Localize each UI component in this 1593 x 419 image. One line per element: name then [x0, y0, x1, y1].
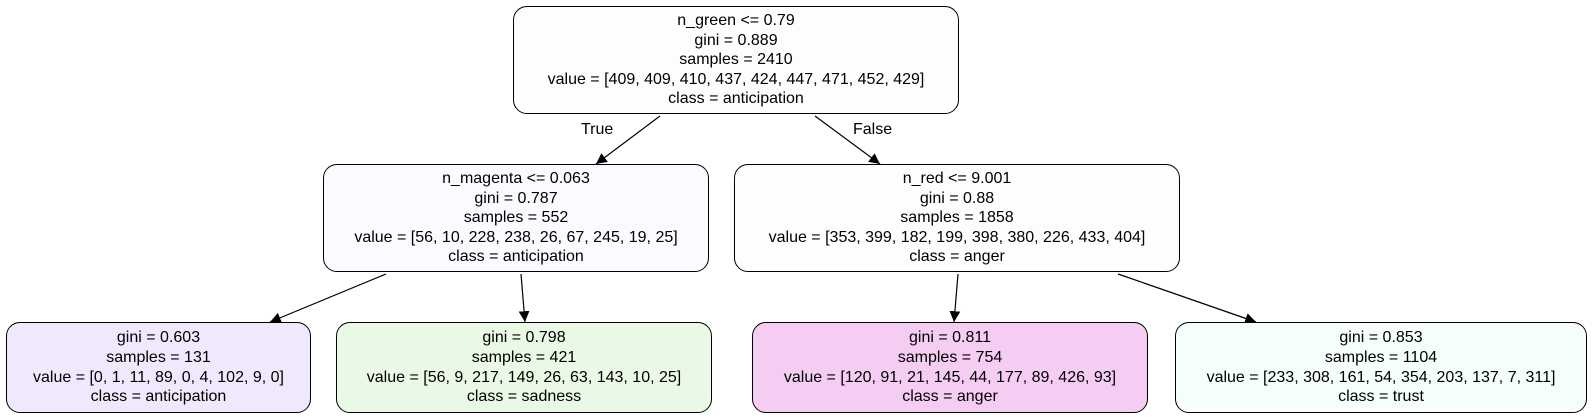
node-value: value = [0, 1, 11, 89, 0, 4, 102, 9, 0]: [33, 368, 284, 386]
node-samples: samples = 421: [471, 348, 577, 366]
edge-right-to-leaf4: [1117, 273, 1257, 324]
node-class: class = anticipation: [448, 248, 584, 266]
node-samples: samples = 1104: [1324, 348, 1438, 366]
tree-node-leaf-1: gini = 0.603 samples = 131 value = [0, 1…: [6, 322, 311, 413]
tree-node-leaf-2: gini = 0.798 samples = 421 value = [56, …: [336, 322, 712, 413]
node-class: class = anger: [902, 388, 998, 406]
node-gini: gini = 0.811: [909, 329, 991, 347]
node-samples: samples = 754: [897, 348, 1003, 366]
node-value: value = [353, 399, 182, 199, 398, 380, 2…: [768, 228, 1146, 246]
node-value: value = [56, 9, 217, 149, 26, 63, 143, 1…: [366, 368, 682, 386]
edge-root-to-right: [814, 115, 881, 165]
node-split-condition: n_red <= 9.001: [902, 170, 1012, 188]
node-samples: samples = 2410: [679, 51, 793, 69]
node-class: class = sadness: [466, 388, 582, 406]
edge-label-true: True: [581, 121, 614, 138]
node-gini: gini = 0.798: [482, 329, 566, 347]
node-gini: gini = 0.88: [919, 189, 995, 207]
tree-node-right: n_red <= 9.001 gini = 0.88 samples = 185…: [734, 164, 1180, 272]
node-value: value = [56, 10, 228, 238, 26, 67, 245, …: [354, 228, 678, 246]
node-class: class = anger: [909, 248, 1005, 266]
node-value: value = [120, 91, 21, 145, 44, 177, 89, …: [783, 368, 1117, 386]
node-class: class = anticipation: [90, 388, 227, 406]
edge-root-to-left: [595, 115, 661, 165]
tree-node-leaf-4: gini = 0.853 samples = 1104 value = [233…: [1175, 322, 1587, 413]
node-split-condition: n_green <= 0.79: [677, 12, 795, 30]
edge-right-to-leaf3: [949, 273, 961, 323]
edge-left-to-leaf2: [518, 273, 530, 323]
edge-label-false: False: [853, 121, 893, 138]
tree-node-left: n_magenta <= 0.063 gini = 0.787 samples …: [323, 164, 709, 272]
tree-node-root: n_green <= 0.79 gini = 0.889 samples = 2…: [513, 6, 959, 114]
node-samples: samples = 1858: [900, 209, 1014, 227]
node-gini: gini = 0.853: [1339, 329, 1423, 347]
node-gini: gini = 0.889: [694, 31, 778, 49]
tree-node-leaf-3: gini = 0.811 samples = 754 value = [120,…: [752, 322, 1148, 413]
node-value: value = [409, 409, 410, 437, 424, 447, 4…: [547, 70, 925, 88]
node-gini: gini = 0.787: [474, 189, 558, 207]
node-value: value = [233, 308, 161, 54, 354, 203, 13…: [1206, 368, 1556, 386]
node-samples: samples = 552: [463, 209, 569, 227]
node-class: class = anticipation: [668, 90, 804, 108]
node-split-condition: n_magenta <= 0.063: [442, 170, 590, 188]
edge-left-to-leaf1: [269, 273, 387, 323]
node-class: class = trust: [1338, 388, 1424, 406]
node-samples: samples = 131: [106, 348, 211, 366]
node-gini: gini = 0.603: [116, 329, 201, 347]
